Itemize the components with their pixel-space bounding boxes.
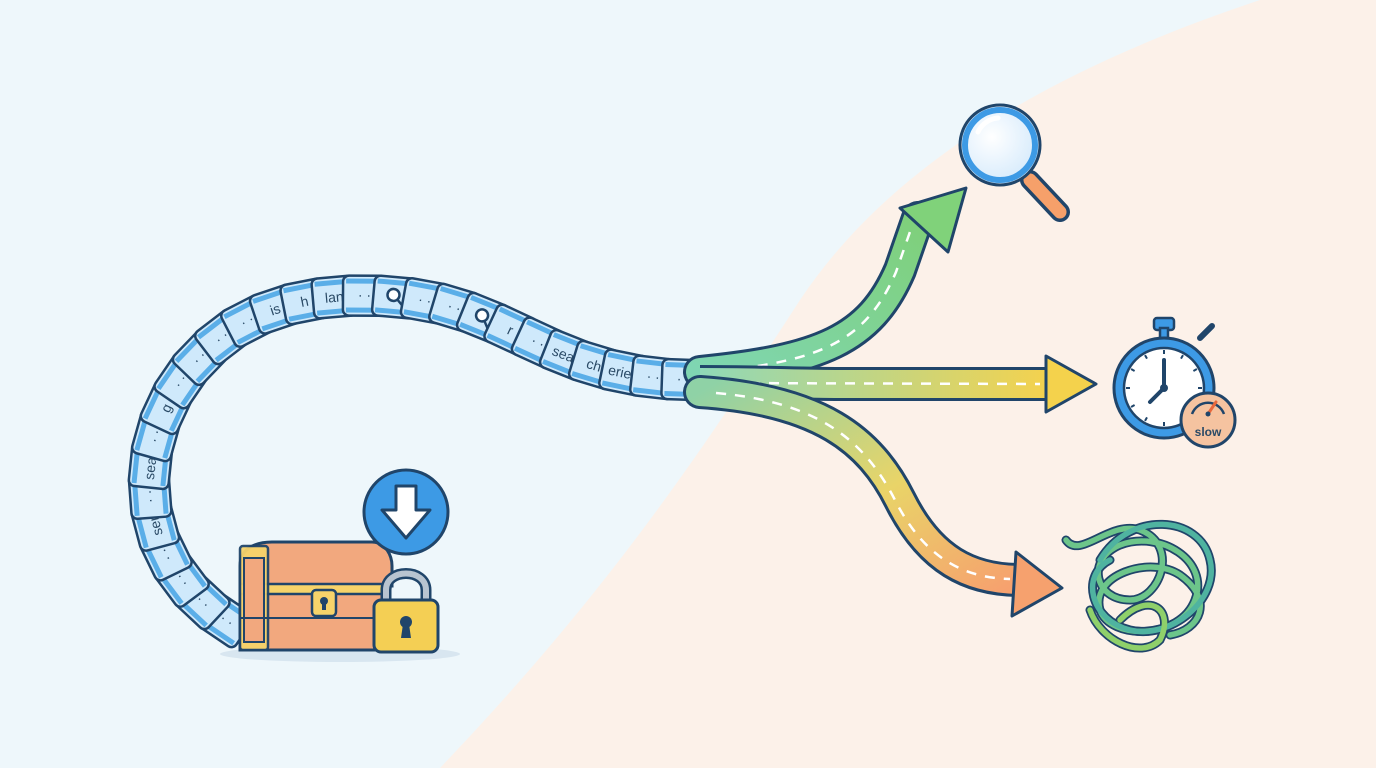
tangled-knot-icon: [1061, 519, 1216, 653]
token-label: ser: [145, 514, 166, 537]
slow-label: slow: [1195, 425, 1222, 439]
token-label: is: [268, 300, 283, 318]
stopwatch-tick: [1130, 404, 1136, 408]
token-stream: · ·· ·· ·· ·ser· ·sear· ·g· ·· ·· ·· ·is…: [127, 274, 707, 649]
token-dots: · ·: [358, 287, 371, 303]
token-dots: · ·: [529, 332, 548, 352]
treasure-chest-icon: [238, 540, 394, 652]
arrowhead-middle: [1044, 354, 1098, 414]
token-label: h: [299, 293, 310, 310]
token-dots: · ·: [446, 297, 463, 316]
stopwatch-tick: [1192, 368, 1198, 372]
magnifying-glass-icon: [958, 103, 1070, 222]
token-label: lan: [324, 288, 344, 306]
padlock-icon: [372, 568, 440, 654]
token-label: ch: [585, 355, 604, 375]
token-dots: · ·: [237, 310, 256, 330]
token-dots: · ·: [155, 545, 175, 564]
stopwatch-tick: [1130, 368, 1136, 372]
stopwatch-tick: [1144, 416, 1148, 422]
download-arrow-icon: [362, 468, 450, 556]
branch-arrows: [683, 186, 1098, 618]
arrowhead-up: [898, 186, 968, 254]
token-dots: · ·: [646, 368, 661, 385]
token-dots: · ·: [417, 291, 433, 309]
arrowhead-down: [1010, 550, 1064, 618]
stopwatch-tick: [1144, 354, 1148, 360]
token-search-icon: [386, 287, 401, 303]
stopwatch-tick: [1180, 354, 1184, 360]
token-search-icon: [474, 308, 490, 323]
token-dots: · ·: [145, 428, 164, 445]
token-label: r: [505, 322, 516, 339]
speed-gauge-icon: [1179, 391, 1237, 449]
token-dots: · ·: [141, 489, 158, 503]
